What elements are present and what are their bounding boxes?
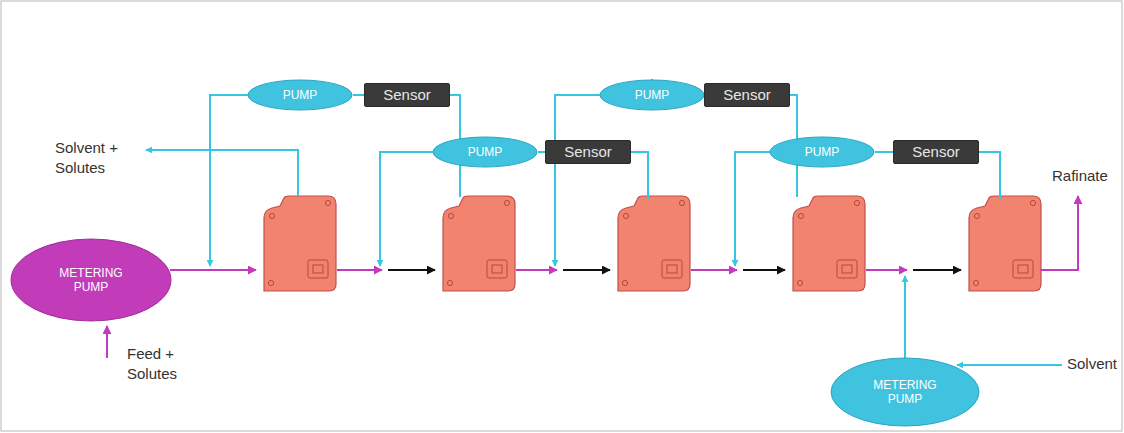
node-text: Sensor [912, 143, 960, 161]
pump-ellipse: PUMP [432, 136, 538, 168]
pump-sensor-link [538, 151, 545, 153]
unit-screw [504, 200, 509, 205]
extract-outlet-line [146, 150, 298, 196]
solvent-feed-line [904, 276, 906, 360]
flow-line [337, 269, 382, 271]
solvent-inlet-line [957, 364, 1062, 366]
ellipse-fill [770, 137, 874, 167]
flow-line [866, 269, 907, 271]
recycle-line [735, 152, 770, 266]
pump-ellipse: PUMP [769, 136, 875, 168]
stream-label: Solvent + Solutes [55, 138, 137, 177]
unit-body [969, 196, 1041, 291]
node-text: PUMP [468, 145, 503, 159]
ellipse-fill [11, 239, 171, 321]
node-text: Sensor [383, 86, 431, 104]
extractor-unit [618, 196, 690, 291]
unit-port-inner [842, 265, 852, 273]
unit-port-inner [1018, 265, 1028, 273]
unit-port [487, 260, 507, 278]
sensor-outlet-line [630, 152, 648, 199]
pump-sensor-link [353, 94, 364, 96]
metering-pump: METERING PUMP [10, 238, 172, 322]
node-text: PUMP [805, 145, 840, 159]
transfer-line [743, 269, 785, 271]
unit-body [264, 196, 336, 291]
stream-label: Rafinate [1052, 166, 1108, 186]
flow-line [170, 269, 256, 271]
unit-screw [1030, 200, 1035, 205]
pump-ellipse: PUMP [247, 79, 353, 111]
node-text: Sensor [723, 86, 771, 104]
sensor-outlet-line [978, 152, 1000, 199]
sensor-box: Sensor [364, 83, 450, 107]
extractor-unit [793, 196, 865, 291]
unit-screw [622, 280, 627, 285]
transfer-lines [388, 269, 961, 271]
recycle-line [555, 95, 600, 266]
unit-port-inner [313, 265, 323, 273]
recycle-line [210, 95, 250, 266]
flow-line [691, 269, 737, 271]
unit-screw [974, 213, 979, 218]
raffinate-line [1040, 196, 1078, 270]
unit-port-inner [667, 265, 677, 273]
unit-port [837, 260, 857, 278]
unit-body [443, 196, 515, 291]
ellipse-fill [831, 358, 979, 426]
unit-screw [623, 213, 628, 218]
unit-screw [854, 200, 859, 205]
node-text: Sensor [564, 143, 612, 161]
sensor-box: Sensor [545, 140, 631, 164]
unit-screw [268, 280, 273, 285]
solvent-lines [146, 95, 1062, 365]
transfer-line [563, 269, 610, 271]
metering-pump: METERING PUMP [830, 357, 980, 427]
node-text: PUMP [635, 88, 670, 102]
node-text: METERING PUMP [51, 266, 131, 295]
unit-port-inner [492, 265, 502, 273]
pump-sensor-link [875, 151, 893, 153]
sensor-box: Sensor [704, 83, 790, 107]
feed-line [106, 326, 108, 358]
ellipse-fill [248, 80, 352, 110]
raffinate-flow-lines [107, 196, 1078, 358]
unit-screw [448, 213, 453, 218]
recycle-line [380, 152, 433, 266]
ellipse-fill [600, 80, 704, 110]
transfer-line [388, 269, 435, 271]
unit-screw [797, 280, 802, 285]
stream-label: Feed + Solutes [127, 344, 191, 383]
stream-label: Solvent [1067, 354, 1117, 374]
pump-ellipse: PUMP [599, 79, 705, 111]
unit-port [1013, 260, 1033, 278]
unit-screw [973, 280, 978, 285]
transfer-line [913, 269, 961, 271]
ellipse-fill [433, 137, 537, 167]
flow-line [516, 269, 557, 271]
unit-screw [269, 213, 274, 218]
unit-screw [679, 200, 684, 205]
sensor-box: Sensor [893, 140, 979, 164]
unit-port [308, 260, 328, 278]
unit-screw [325, 200, 330, 205]
extractor-unit [969, 196, 1041, 291]
extractor-unit [264, 196, 336, 291]
node-text: METERING PUMP [865, 378, 945, 407]
node-text: PUMP [283, 88, 318, 102]
unit-body [793, 196, 865, 291]
extractor-unit [443, 196, 515, 291]
unit-screw [447, 280, 452, 285]
unit-body [618, 196, 690, 291]
unit-port [662, 260, 682, 278]
unit-screw [798, 213, 803, 218]
